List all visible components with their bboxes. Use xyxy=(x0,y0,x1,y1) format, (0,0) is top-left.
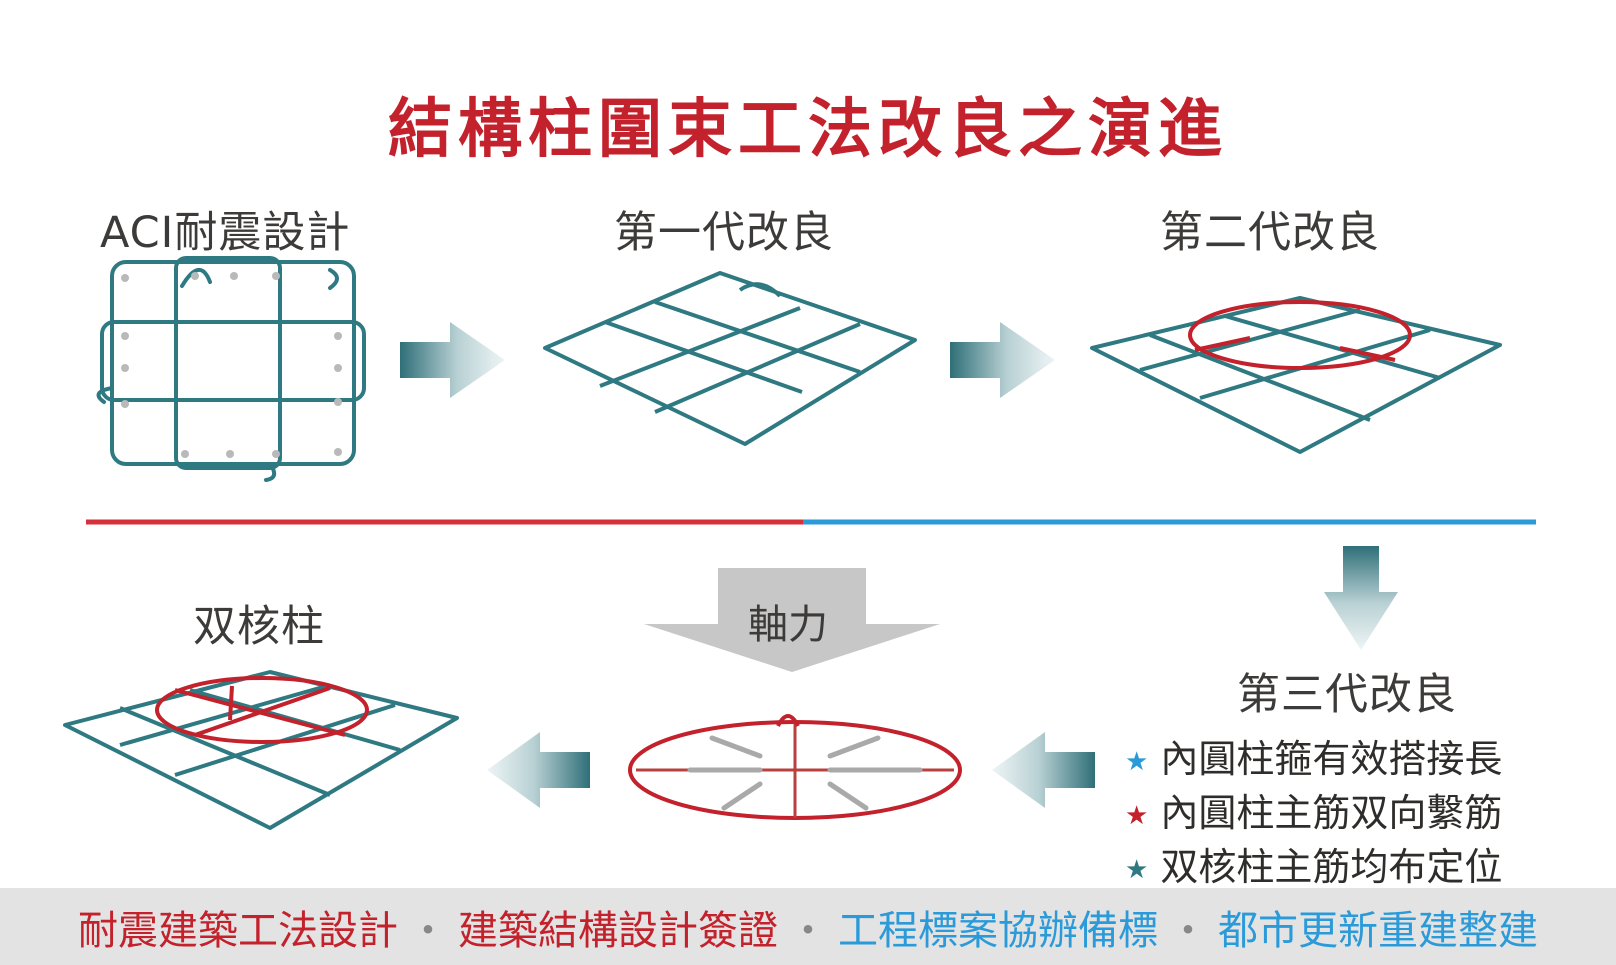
gen3-feature: ★ 內圓柱箍有效搭接長 xyxy=(1125,728,1502,783)
arrow-left-icon xyxy=(992,732,1095,808)
star-icon: ★ xyxy=(1125,854,1149,885)
separator: ・ xyxy=(1168,908,1208,954)
service-structural-certification: 建築結構設計簽證 xyxy=(458,908,778,954)
arrow-right-icon xyxy=(400,322,505,398)
stage-label-gen3: 第三代改良 xyxy=(1237,670,1457,720)
aci-column-section xyxy=(96,256,366,482)
service-seismic-design: 耐震建築工法設計 xyxy=(78,908,398,954)
axial-force-label: 軸力 xyxy=(748,602,828,648)
arrow-left-icon xyxy=(487,732,590,808)
stage-label-double-core: 双核柱 xyxy=(193,602,325,652)
gen3-feature: ★ 內圓柱主筋双向繫筋 xyxy=(1125,782,1502,837)
double-core-rebar-grid xyxy=(63,670,459,830)
page-title: 結構柱圍束工法改良之演進 xyxy=(388,93,1228,167)
gen2-rebar-grid xyxy=(1090,296,1502,454)
footer-banner: 耐震建築工法設計・建築結構設計簽證・工程標案協辦備標・都市更新重建整建 xyxy=(0,888,1616,965)
star-icon: ★ xyxy=(1125,746,1149,777)
service-urban-renewal: 都市更新重建整建 xyxy=(1218,908,1538,954)
circular-section xyxy=(628,714,962,820)
arrow-right-icon xyxy=(950,322,1055,398)
gen3-feature-text: 双核柱主筋均布定位 xyxy=(1160,845,1503,889)
footer-services: 耐震建築工法設計・建築結構設計簽證・工程標案協辦備標・都市更新重建整建 xyxy=(0,898,1616,956)
gen3-feature-text: 內圓柱箍有效搭接長 xyxy=(1160,737,1503,781)
arrow-down-icon xyxy=(1324,546,1398,650)
stage-label-aci: ACI耐震設計 xyxy=(100,208,351,258)
separator: ・ xyxy=(408,908,448,954)
separator: ・ xyxy=(788,908,828,954)
gen1-rebar-grid xyxy=(543,271,917,446)
stage-label-gen1: 第一代改良 xyxy=(614,208,834,258)
gen3-feature-text: 內圓柱主筋双向繫筋 xyxy=(1160,791,1503,835)
star-icon: ★ xyxy=(1125,800,1149,831)
gen3-feature: ★ 双核柱主筋均布定位 xyxy=(1125,836,1502,891)
axial-force-arrow-icon xyxy=(644,568,940,672)
service-bid-assistance: 工程標案協辦備標 xyxy=(838,908,1158,954)
stage-label-gen2: 第二代改良 xyxy=(1160,208,1380,258)
